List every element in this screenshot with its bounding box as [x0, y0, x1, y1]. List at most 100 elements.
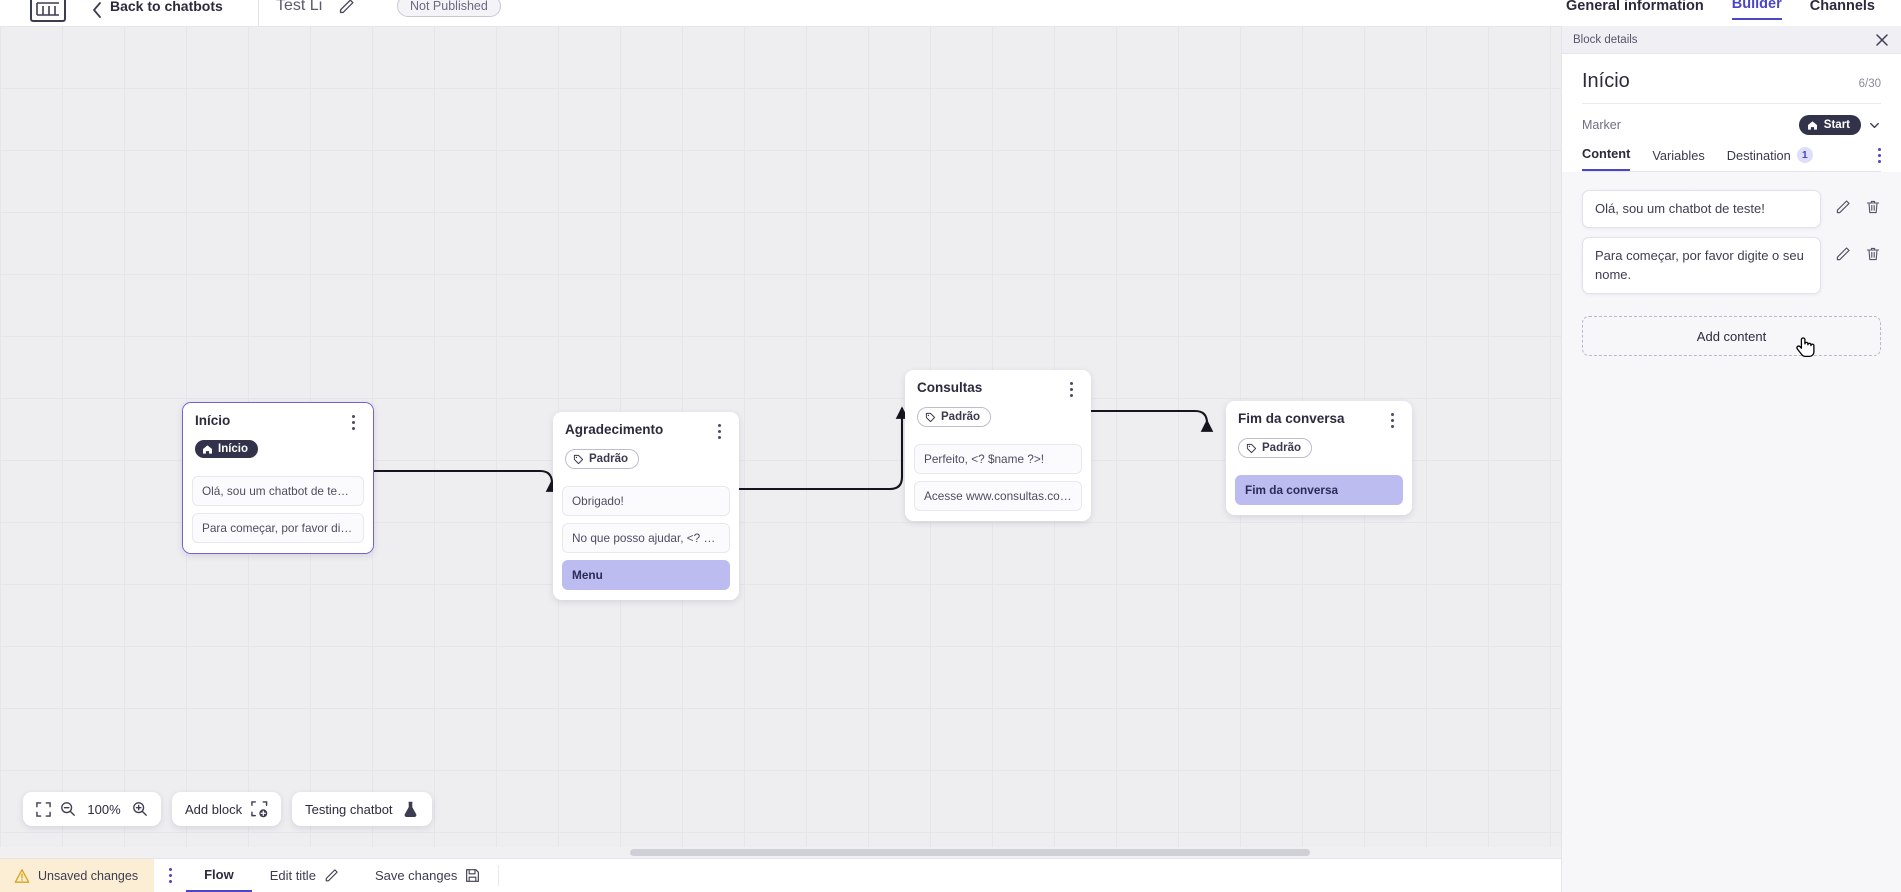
chevron-down-icon[interactable] — [1868, 119, 1881, 132]
canvas-toolbar: 100% Add block Testing chatbot — [23, 792, 432, 826]
flow-node-agradecimento[interactable]: Agradecimento Padrão Obrigado! No que po… — [553, 412, 739, 600]
canvas-hscrollbar-thumb[interactable] — [630, 849, 1310, 856]
edit-title-label: Edit title — [269, 868, 316, 883]
canvas-hscrollbar[interactable] — [0, 847, 1561, 858]
add-block-label: Add block — [185, 801, 243, 817]
page-title: Test Li — [276, 0, 323, 14]
unsaved-changes-label: Unsaved changes — [38, 868, 139, 883]
tab-channels[interactable]: Channels — [1809, 0, 1875, 14]
chevron-left-icon[interactable] — [90, 0, 104, 20]
panel-body: Início 6/30 Marker Start Content — [1562, 54, 1901, 172]
zoom-controls: 100% — [23, 792, 161, 826]
node-badge-label: Padrão — [589, 453, 628, 465]
panel-block-title: Início — [1582, 70, 1630, 92]
flow-node-inicio[interactable]: Início Início Olá, sou um chatbot de tes… — [182, 402, 374, 554]
home-icon — [1807, 120, 1817, 130]
edit-title-button[interactable]: Edit title — [252, 859, 357, 892]
flow-canvas[interactable]: Início Início Olá, sou um chatbot de tes… — [0, 26, 1561, 858]
node-menu-button[interactable] — [711, 422, 727, 440]
trash-icon[interactable] — [1865, 246, 1881, 262]
tab-destination[interactable]: Destination 1 — [1727, 147, 1813, 171]
pencil-icon[interactable] — [1835, 246, 1851, 262]
panel-bar-title: Block details — [1573, 33, 1638, 46]
tab-general-information[interactable]: General information — [1566, 0, 1704, 14]
node-item[interactable]: No que posso ajudar, <? $name ... — [562, 522, 730, 553]
content-item-row: Para começar, por favor digite o seu nom… — [1582, 237, 1881, 295]
zoom-level-label: 100% — [87, 801, 121, 817]
content-item-text[interactable]: Olá, sou um chatbot de teste! — [1582, 190, 1821, 229]
node-badge-start: Início — [195, 440, 259, 458]
bottom-overflow-menu-button[interactable] — [154, 859, 186, 892]
panel-title-row: Início 6/30 — [1582, 54, 1881, 104]
content-item-row: Olá, sou um chatbot de teste! — [1582, 190, 1881, 229]
tab-content[interactable]: Content — [1582, 146, 1631, 171]
save-disk-icon — [466, 869, 480, 882]
marker-row: Marker Start — [1582, 104, 1881, 144]
block-details-panel: Block details Início 6/30 Marker Start — [1561, 26, 1901, 892]
tab-content-label: Content — [1582, 146, 1631, 161]
status-badge: Not Published — [397, 0, 501, 17]
node-header: Início Início — [183, 403, 373, 469]
node-badge-label: Padrão — [1262, 442, 1301, 454]
node-item[interactable]: Acesse www.consultas.com par... — [914, 480, 1082, 511]
brand-logo-icon[interactable] — [30, 0, 66, 22]
node-title: Agradecimento — [565, 422, 664, 437]
node-item[interactable]: Para começar, por favor digite o ... — [192, 512, 364, 543]
bottom-bar-divider — [498, 865, 500, 886]
node-item[interactable]: Obrigado! — [562, 485, 730, 516]
tab-builder[interactable]: Builder — [1731, 0, 1782, 20]
pencil-icon — [325, 869, 338, 882]
bottom-tab-flow[interactable]: Flow — [186, 859, 252, 892]
node-body: Fim da conversa — [1226, 474, 1412, 515]
add-content-button[interactable]: Add content — [1582, 316, 1881, 357]
node-title: Fim da conversa — [1238, 411, 1345, 426]
tab-variables[interactable]: Variables — [1652, 148, 1704, 171]
node-body: Perfeito, <? $name ?>! Acesse www.consul… — [905, 443, 1091, 521]
flask-icon — [402, 801, 419, 818]
node-body: Olá, sou um chatbot de teste! Para começ… — [183, 475, 373, 553]
save-changes-button[interactable]: Save changes — [357, 859, 498, 892]
node-title: Consultas — [917, 380, 983, 395]
top-tabs: General information Builder Channels — [1566, 0, 1875, 20]
flow-node-consultas[interactable]: Consultas Padrão Perfeito, <? $name ?>! … — [905, 370, 1091, 521]
tab-destination-count: 1 — [1796, 147, 1813, 163]
node-menu-button[interactable] — [345, 413, 361, 431]
warning-triangle-icon — [14, 868, 30, 883]
pencil-icon[interactable] — [1835, 199, 1851, 215]
unsaved-changes-indicator: Unsaved changes — [0, 859, 155, 892]
fit-screen-icon[interactable] — [36, 801, 51, 817]
add-block-icon — [251, 800, 268, 818]
content-item-text[interactable]: Para começar, por favor digite o seu nom… — [1582, 237, 1821, 295]
node-header: Agradecimento Padrão — [553, 412, 739, 479]
node-item[interactable]: Olá, sou um chatbot de teste! — [192, 475, 364, 506]
flow-node-fim-da-conversa[interactable]: Fim da conversa Padrão Fim da conversa — [1226, 401, 1412, 515]
trash-icon[interactable] — [1865, 199, 1881, 215]
close-icon[interactable] — [1874, 32, 1890, 48]
node-menu-button[interactable] — [1063, 380, 1079, 398]
content-list: Olá, sou um chatbot de teste! Para começ… — [1562, 172, 1901, 295]
save-changes-label: Save changes — [374, 868, 458, 883]
node-item[interactable]: Fim da conversa — [1235, 474, 1403, 505]
panel-char-counter: 6/30 — [1858, 78, 1881, 90]
tag-icon — [573, 454, 584, 464]
node-badge-default: Padrão — [917, 407, 991, 427]
node-badge-default: Padrão — [565, 449, 639, 469]
node-badge-default: Padrão — [1238, 438, 1312, 458]
node-item[interactable]: Perfeito, <? $name ?>! — [914, 443, 1082, 474]
add-block-button[interactable]: Add block — [172, 792, 282, 826]
marker-start-badge[interactable]: Start — [1798, 115, 1861, 135]
node-menu-button[interactable] — [1384, 411, 1400, 429]
back-to-chatbots-link[interactable]: Back to chatbots — [110, 0, 223, 14]
tag-icon — [1246, 443, 1257, 453]
marker-value: Start — [1823, 119, 1850, 131]
zoom-in-icon[interactable] — [132, 801, 148, 817]
panel-overflow-menu-button[interactable] — [1878, 148, 1881, 163]
zoom-out-icon[interactable] — [60, 801, 76, 817]
panel-titlebar: Block details — [1562, 26, 1901, 54]
node-item-menu[interactable]: Menu — [562, 559, 730, 590]
panel-tabs: Content Variables Destination 1 — [1582, 144, 1881, 172]
pencil-icon[interactable] — [338, 0, 355, 15]
marker-label: Marker — [1582, 118, 1621, 132]
testing-chatbot-button[interactable]: Testing chatbot — [292, 792, 432, 826]
